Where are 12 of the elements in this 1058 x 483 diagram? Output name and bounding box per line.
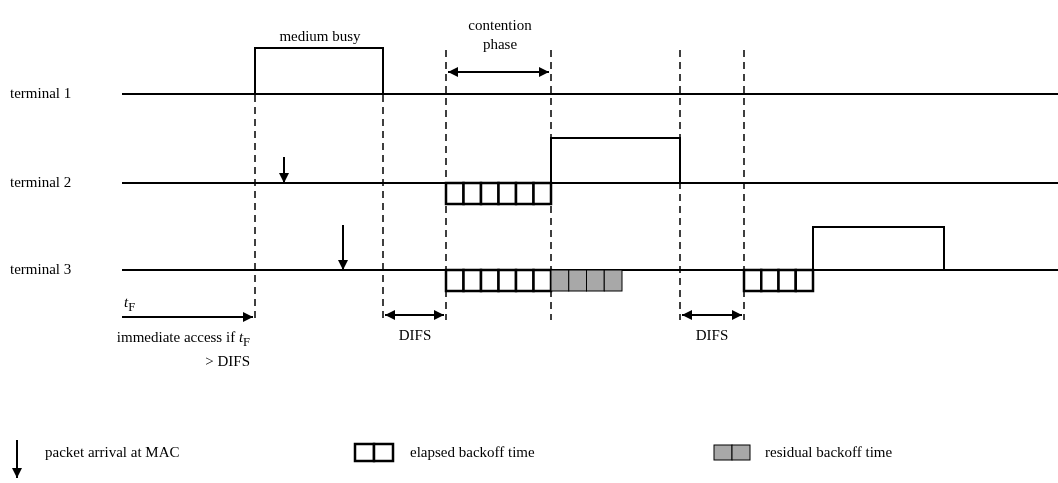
legend-text: packet arrival at MAC xyxy=(45,443,180,462)
time-symbol-label: t$_{F}$ xyxy=(124,293,136,316)
note-text: immediate access if t$_{F}$ > DIFS xyxy=(116,328,250,371)
legend-text: elapsed backoff time xyxy=(410,443,535,462)
legend-text: residual backoff time xyxy=(765,443,893,462)
interval-label: DIFS xyxy=(397,326,433,345)
terminal-label: terminal 2 xyxy=(10,173,72,192)
phase-label: contention phase xyxy=(467,16,533,54)
phase-label: medium busy xyxy=(278,27,362,46)
terminal-label: terminal 1 xyxy=(10,84,72,103)
terminal-label: terminal 3 xyxy=(10,260,72,279)
interval-label: DIFS xyxy=(694,326,730,345)
